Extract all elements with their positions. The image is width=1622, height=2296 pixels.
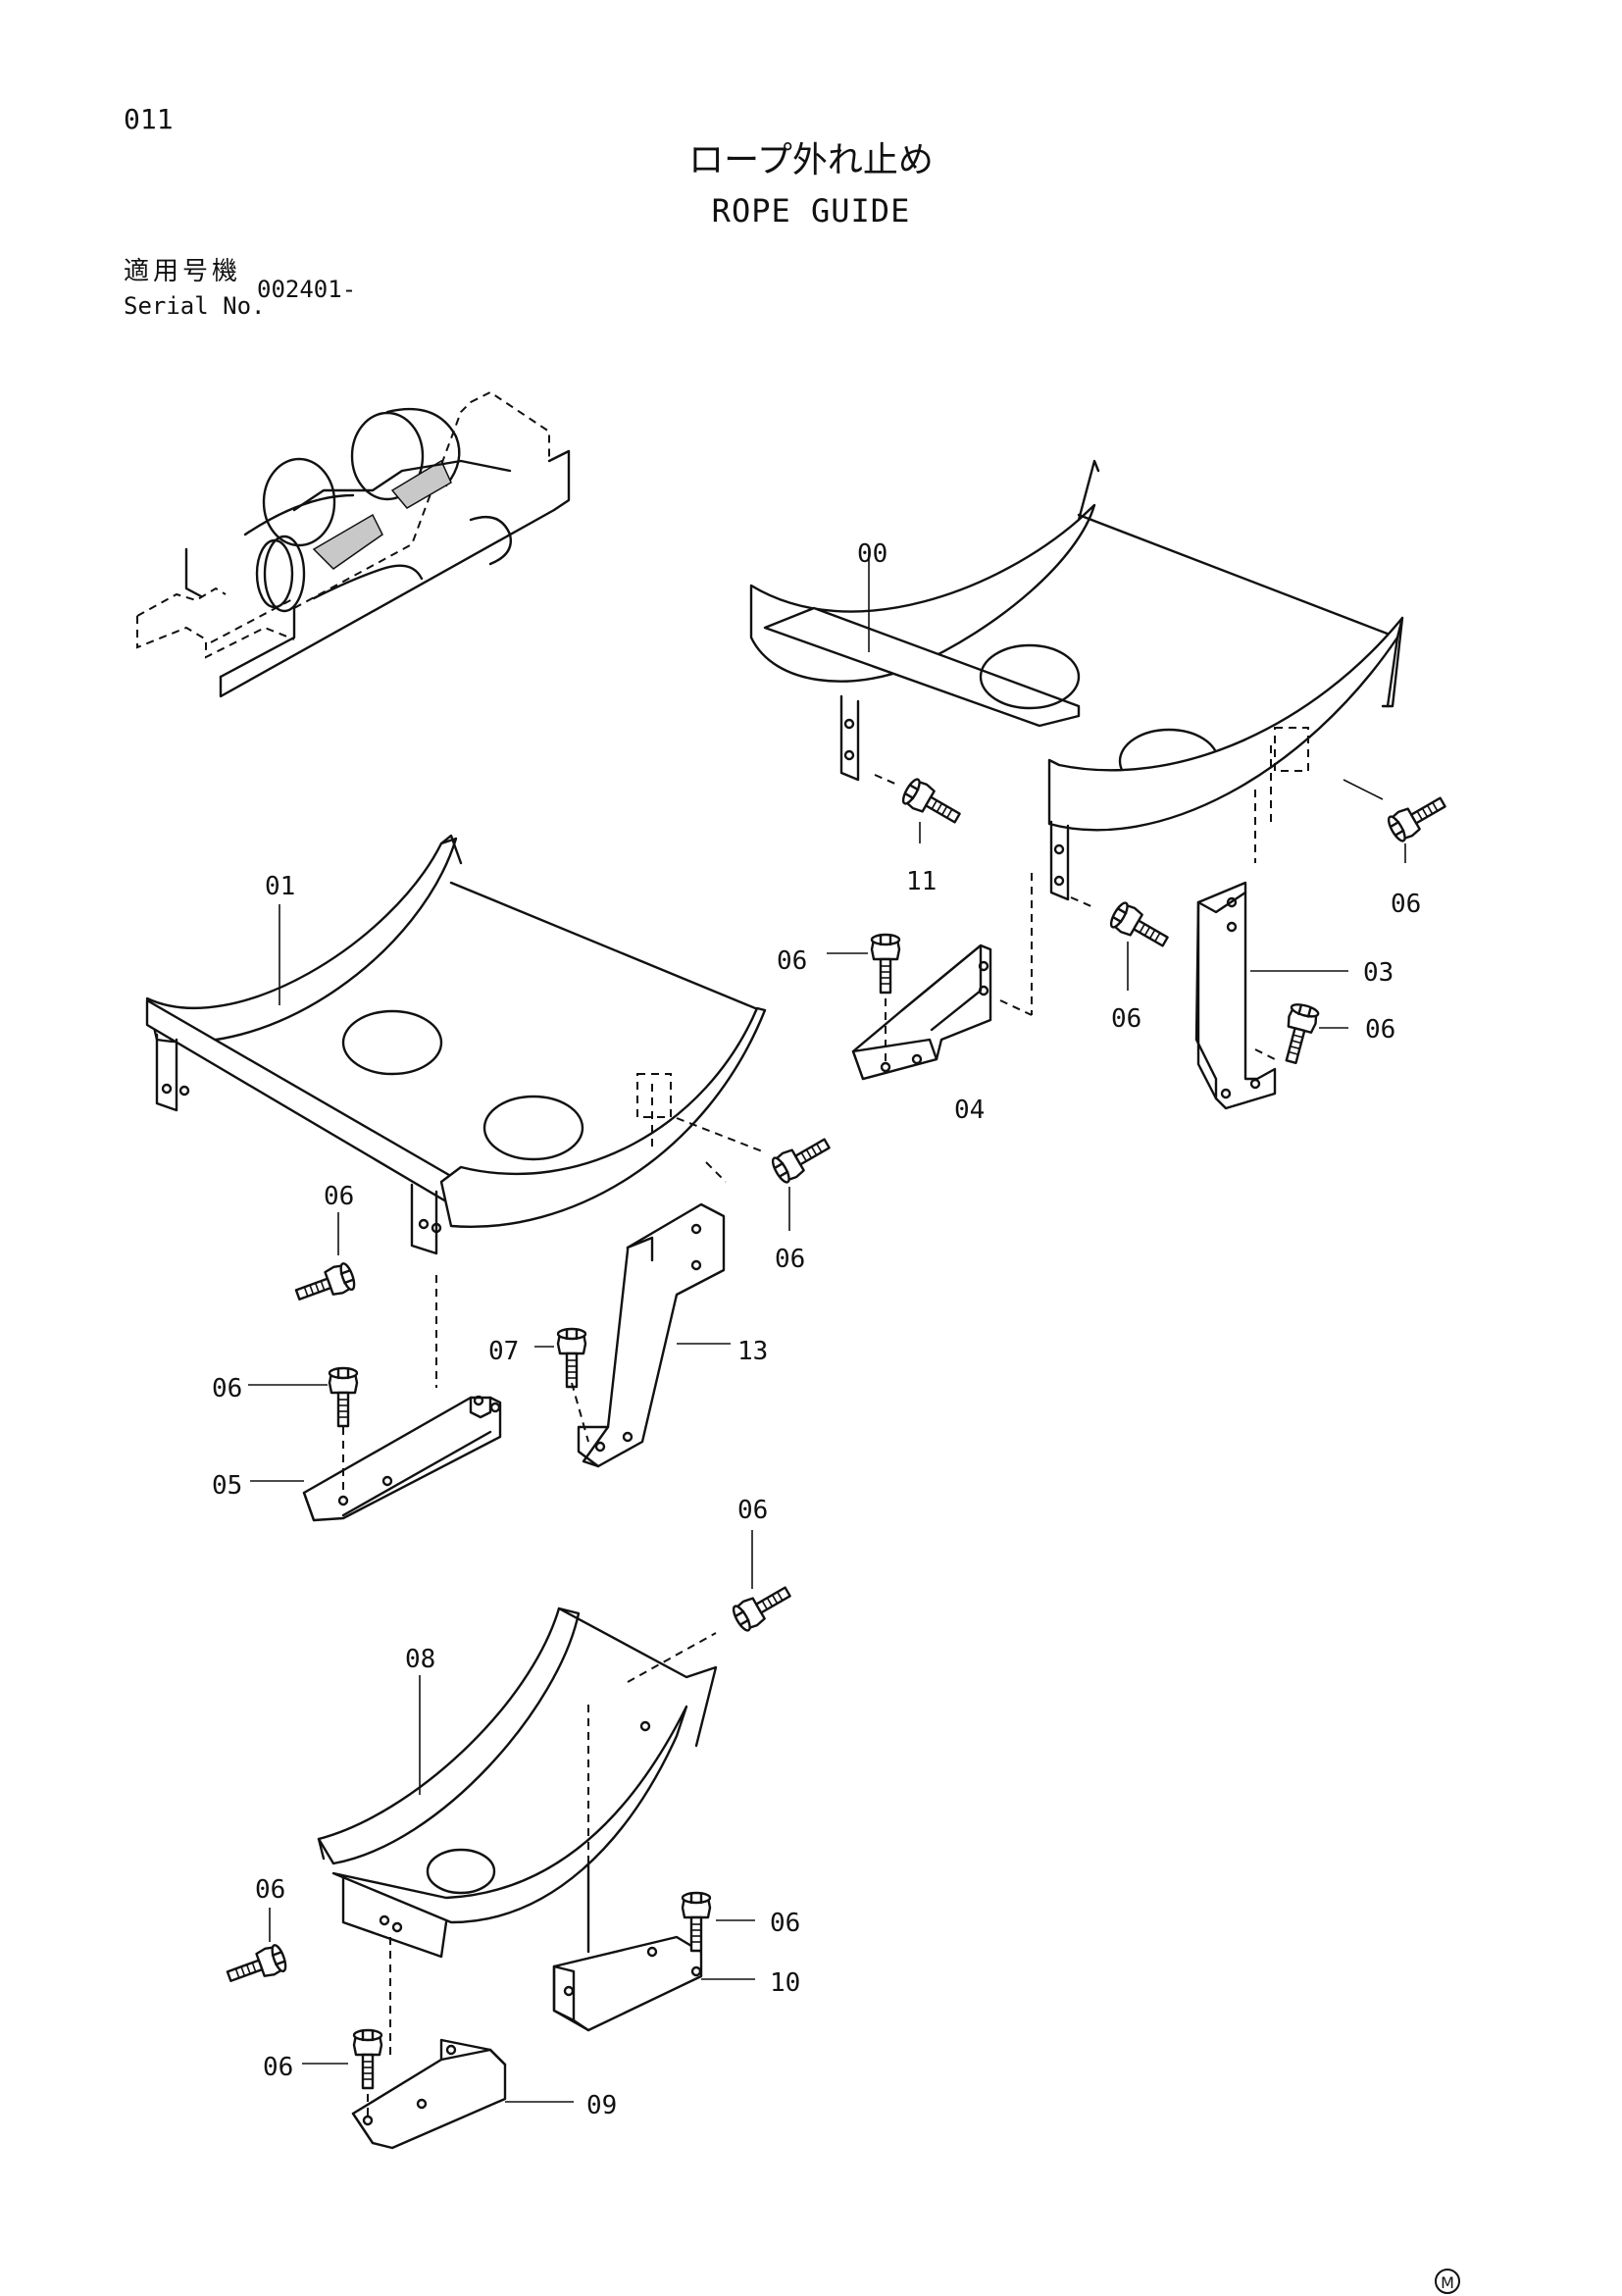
callout-label-06-01-left: 06 [324, 1182, 354, 1211]
part-09-bracket [351, 2038, 574, 2150]
callout-label-11: 11 [906, 867, 937, 896]
bolt-06-b [1106, 899, 1174, 955]
bolt-06-h [729, 1578, 796, 1634]
callout-label-07: 07 [488, 1337, 519, 1366]
callout-label-06-08-left: 06 [255, 1875, 285, 1905]
callout-label-06-right: 06 [1391, 890, 1421, 919]
callout-label-08: 08 [405, 1645, 435, 1674]
callout-label-06-left: 06 [777, 946, 807, 976]
maker-mark-icon: M [1435, 2269, 1460, 2294]
part-10-bracket [552, 1935, 755, 2032]
bolt-06-k [352, 2028, 383, 2090]
callout-label-06-09: 06 [263, 2053, 293, 2082]
callout-label-09: 09 [586, 2091, 617, 2120]
bolt-11 [898, 776, 966, 832]
callout-label-10: 10 [770, 1968, 800, 1998]
bolt-06-g [328, 1366, 359, 1428]
part-04-bracket [851, 873, 1033, 1081]
bolt-06-d [1276, 1000, 1321, 1067]
part-01-rope-guide [145, 834, 767, 1255]
page-number: 011 [124, 103, 174, 135]
serial-label-english: Serial No. [124, 292, 266, 320]
callout-label-06-10: 06 [770, 1909, 800, 1938]
callout-label-04: 04 [954, 1096, 985, 1125]
part-08-rope-guide [317, 1607, 718, 1959]
bolt-06-i [223, 1942, 290, 1991]
bolt-07 [556, 1327, 587, 1389]
title-english: ROPE GUIDE [711, 192, 911, 230]
callout-label-06-05: 06 [212, 1374, 242, 1403]
callout-label-01: 01 [265, 872, 295, 901]
callout-label-00: 00 [857, 539, 887, 569]
serial-label-japanese: 適用号機 [124, 257, 242, 286]
part-03-bracket [1194, 881, 1348, 1110]
bolt-06-f [291, 1260, 359, 1309]
part-00-rope-guide-assembly [749, 459, 1404, 901]
bolt-06-c [870, 933, 901, 995]
callout-label-03: 03 [1363, 958, 1394, 988]
part-05-bracket [250, 1395, 502, 1522]
callout-label-06-center: 06 [1111, 1004, 1141, 1034]
part-13-bracket [577, 1161, 731, 1468]
callout-label-06-03: 06 [1365, 1015, 1395, 1045]
callout-label-05: 05 [212, 1471, 242, 1501]
location-overview-view [136, 390, 571, 698]
callout-label-06-08-top: 06 [737, 1496, 768, 1525]
callout-label-13: 13 [737, 1337, 768, 1366]
serial-number-value: 002401- [257, 276, 357, 303]
bolt-06-a [1384, 789, 1451, 844]
callout-label-06-01-right: 06 [775, 1245, 805, 1274]
title-japanese: ロープ外れ止め [688, 140, 934, 180]
bolt-06-e [768, 1130, 836, 1186]
